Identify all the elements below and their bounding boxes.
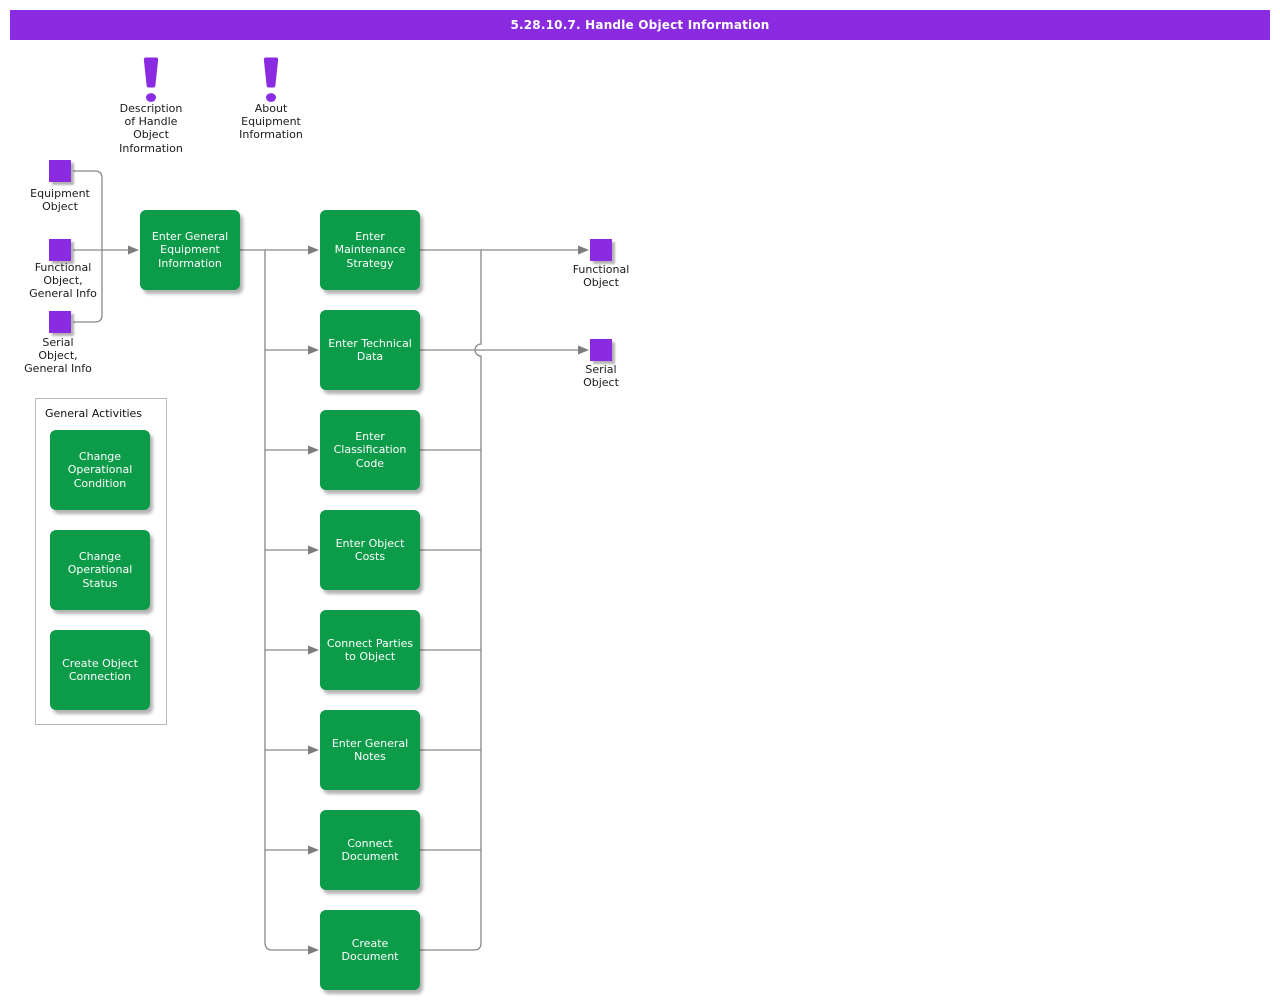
node-create-document[interactable]: Create Document [320, 910, 420, 990]
node-connect-parties-to-object[interactable]: Connect Parties to Object [320, 610, 420, 690]
note-label-description: Description of Handle Object Information [96, 102, 206, 155]
output-label-functional-object: Functional Object [546, 263, 656, 289]
node-enter-classification-code[interactable]: Enter Classification Code [320, 410, 420, 490]
input-marker-functional-object[interactable] [49, 239, 71, 261]
general-activities-group: General Activities Change Operational Co… [35, 398, 167, 725]
input-label-serial-object: Serial Object, General Info [3, 336, 113, 376]
node-change-operational-status[interactable]: Change Operational Status [50, 530, 150, 610]
node-enter-technical-data[interactable]: Enter Technical Data [320, 310, 420, 390]
exclamation-icon [140, 56, 162, 104]
node-enter-general-equipment-information[interactable]: Enter General Equipment Information [140, 210, 240, 290]
input-marker-serial-object[interactable] [49, 311, 71, 333]
node-change-operational-condition[interactable]: Change Operational Condition [50, 430, 150, 510]
note-label-about: About Equipment Information [216, 102, 326, 142]
output-marker-serial-object[interactable] [590, 339, 612, 361]
node-create-object-connection[interactable]: Create Object Connection [50, 630, 150, 710]
node-connect-document[interactable]: Connect Document [320, 810, 420, 890]
node-enter-general-notes[interactable]: Enter General Notes [320, 710, 420, 790]
input-marker-equipment-object[interactable] [49, 160, 71, 182]
input-label-functional-object: Functional Object, General Info [8, 261, 118, 301]
input-label-equipment-object: Equipment Object [5, 187, 115, 213]
output-label-serial-object: Serial Object [546, 363, 656, 389]
node-enter-maintenance-strategy[interactable]: Enter Maintenance Strategy [320, 210, 420, 290]
node-enter-object-costs[interactable]: Enter Object Costs [320, 510, 420, 590]
output-marker-functional-object[interactable] [590, 239, 612, 261]
exclamation-icon [260, 56, 282, 104]
note-icon-about[interactable] [260, 56, 282, 104]
general-activities-title: General Activities [45, 407, 142, 420]
note-icon-description[interactable] [140, 56, 162, 104]
